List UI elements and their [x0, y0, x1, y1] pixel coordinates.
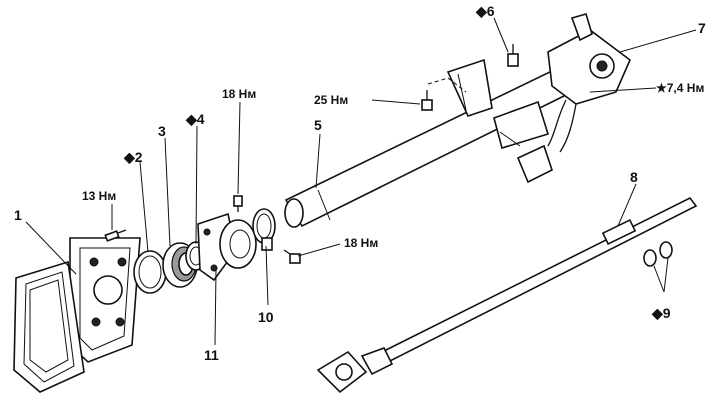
label-part-3: 3: [158, 123, 166, 139]
bolt-18nm-top: [233, 195, 243, 212]
bolt-13nm: [104, 229, 127, 242]
part-6-bolt: [507, 44, 519, 67]
label-torque-18nm-right: 18 Нм: [344, 236, 378, 250]
part-9-washers: [643, 241, 673, 267]
label-torque-25nm: 25 Нм: [314, 93, 348, 107]
bolt-18nm-right: [283, 249, 301, 264]
part-10-clamp: [252, 208, 276, 251]
label-torque-18nm-top: 18 Нм: [222, 87, 256, 101]
label-part-1: 1: [14, 207, 22, 223]
label-part-10: 10: [258, 309, 274, 325]
label-part-5: 5: [314, 117, 322, 133]
leader-lines: [25, 17, 697, 346]
label-part-2: ◆2: [123, 149, 143, 165]
label-torque-7-4nm: ★7,4 Нм: [656, 81, 704, 95]
label-part-7: 7: [698, 20, 706, 36]
part-2-snap-ring: [133, 250, 167, 294]
part-8-intermediate-shaft: [316, 196, 698, 394]
bolt-25nm: [421, 90, 433, 111]
part-1-dust-cover: [13, 237, 141, 393]
label-part-11: 11: [204, 347, 219, 363]
label-part-4: ◆4: [185, 111, 205, 127]
label-part-8: 8: [630, 169, 638, 185]
part-5-column-tube: [284, 58, 574, 228]
label-part-6: ◆6: [475, 3, 495, 19]
label-torque-13nm: 13 Нм: [82, 189, 116, 203]
part-7-lock-assembly: [516, 13, 631, 184]
label-part-9: ◆9: [651, 305, 671, 321]
part-11-flange-housing: [197, 212, 257, 282]
